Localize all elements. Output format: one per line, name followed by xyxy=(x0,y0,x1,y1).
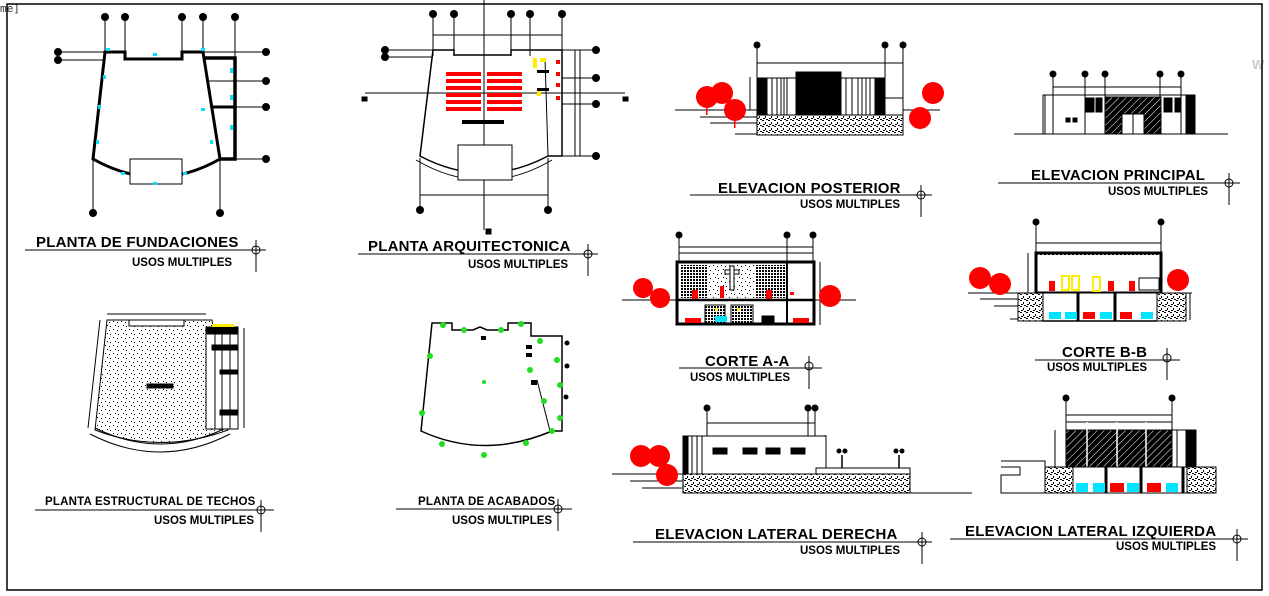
title-planta-estructural-techos: PLANTA ESTRUCTURAL DE TECHOS xyxy=(45,496,256,508)
tree-icons xyxy=(696,82,944,129)
tree-icons xyxy=(630,445,678,486)
title-planta-arquitectonica: PLANTA ARQUITECTONICA xyxy=(368,238,571,255)
subtitle-elevacion-lateral-derecha: USOS MULTIPLES xyxy=(800,545,901,557)
corte-b-b-drawing xyxy=(968,218,1192,322)
elevacion-posterior-drawing xyxy=(675,41,944,136)
title-elevacion-lateral-derecha: ELEVACION LATERAL DERECHA xyxy=(655,526,898,543)
tree-icons xyxy=(633,278,841,308)
subtitle-corte-b-b: USOS MULTIPLES xyxy=(1047,362,1148,374)
tree-icons xyxy=(969,267,1189,295)
elevacion-lateral-izquierda-drawing xyxy=(940,394,1217,494)
planta-estructural-techos-drawing xyxy=(87,313,245,453)
finish-markers xyxy=(419,321,563,458)
planta-fundaciones-drawing xyxy=(54,13,270,217)
title-planta-acabados: PLANTA DE ACABADOS xyxy=(418,496,556,508)
subtitle-corte-a-a: USOS MULTIPLES xyxy=(690,372,791,384)
sheet-border xyxy=(6,3,1263,591)
title-elevacion-posterior: ELEVACION POSTERIOR xyxy=(718,180,901,197)
title-elevacion-principal: ELEVACION PRINCIPAL xyxy=(1031,167,1206,184)
elevacion-lateral-derecha-drawing xyxy=(612,404,972,494)
dimension-markers xyxy=(96,48,233,185)
title-planta-fundaciones: PLANTA DE FUNDACIONES xyxy=(36,234,239,251)
subtitle-elevacion-principal: USOS MULTIPLES xyxy=(1108,186,1209,198)
subtitle-planta-estructural-techos: USOS MULTIPLES xyxy=(154,515,255,527)
watermark: W xyxy=(1252,57,1265,72)
subtitle-planta-fundaciones: USOS MULTIPLES xyxy=(132,257,233,269)
subtitle-planta-acabados: USOS MULTIPLES xyxy=(452,515,553,527)
elevacion-principal-drawing xyxy=(1014,70,1228,135)
planta-acabados-drawing xyxy=(419,321,570,458)
title-corte-b-b: CORTE B-B xyxy=(1062,344,1148,361)
subtitle-elevacion-lateral-izquierda: USOS MULTIPLES xyxy=(1116,541,1217,553)
frame-tag: me] xyxy=(0,2,20,15)
subtitle-elevacion-posterior: USOS MULTIPLES xyxy=(800,199,901,211)
title-corte-a-a: CORTE A-A xyxy=(705,353,790,370)
title-elevacion-lateral-izquierda: ELEVACION LATERAL IZQUIERDA xyxy=(965,523,1217,540)
seating-rows xyxy=(446,72,522,111)
restroom-fixtures xyxy=(533,58,546,96)
axis-markers xyxy=(54,13,270,217)
planta-arquitectonica-drawing xyxy=(361,0,629,235)
corte-a-a-drawing xyxy=(622,231,856,326)
title-rules xyxy=(25,173,1248,564)
subtitle-planta-arquitectonica: USOS MULTIPLES xyxy=(468,259,569,271)
